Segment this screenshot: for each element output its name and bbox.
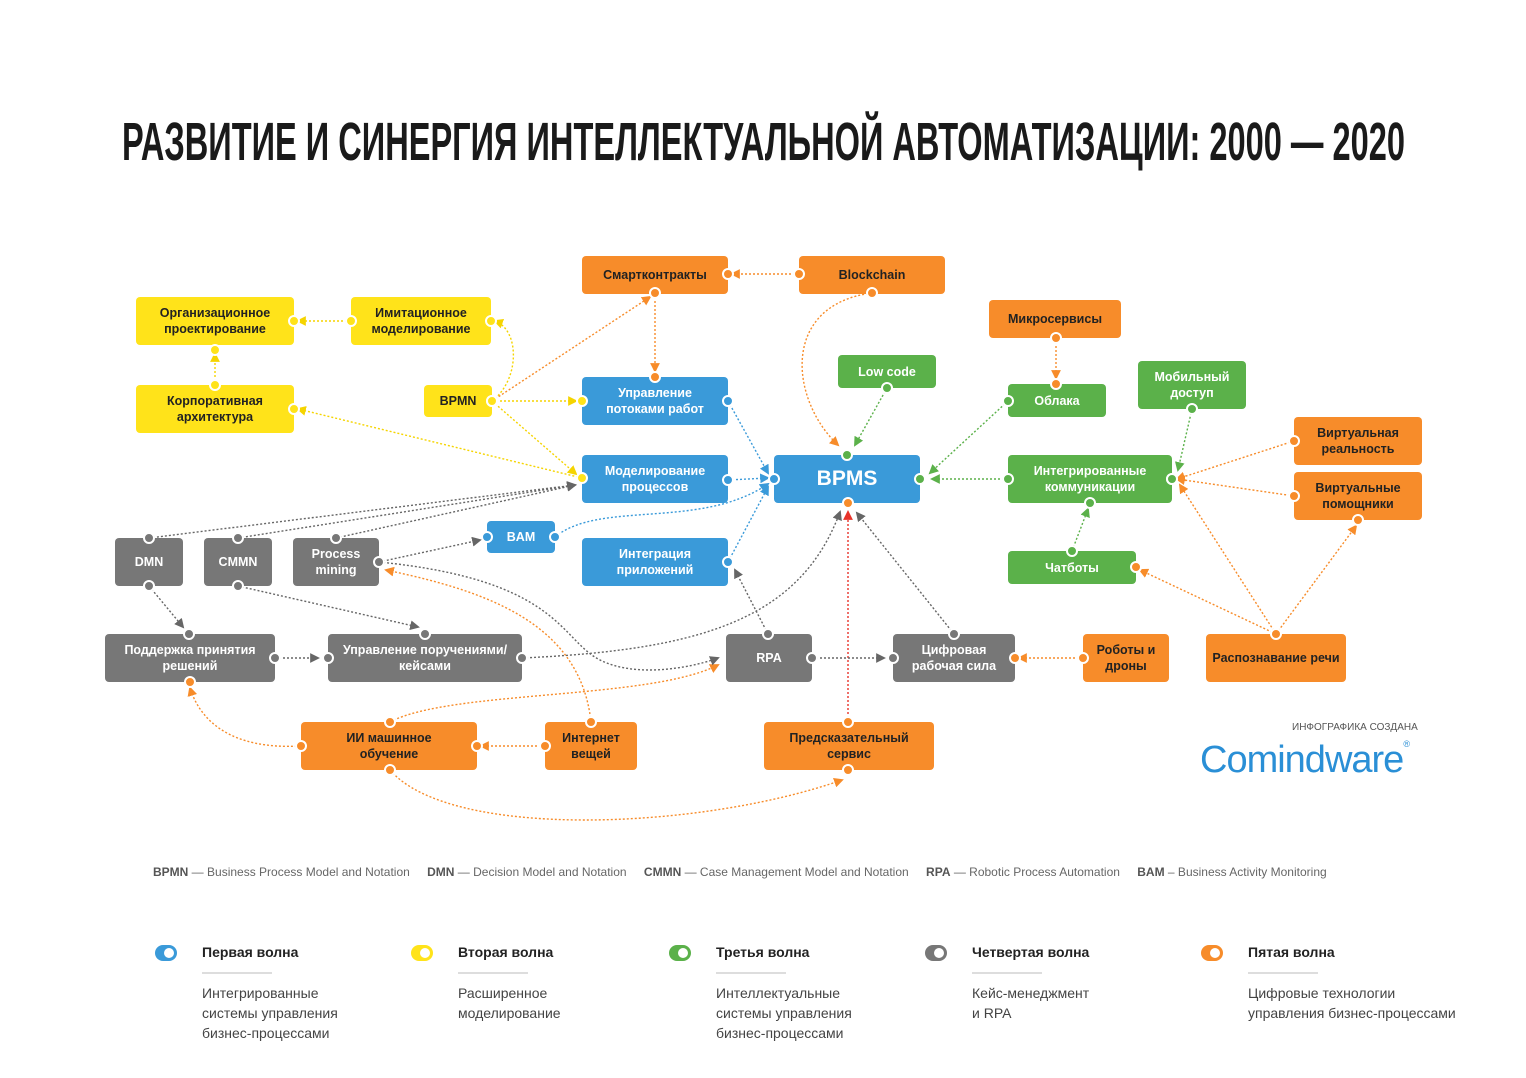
node-robots-drones: Роботы и дроны	[1083, 634, 1169, 682]
node-low-code: Low code	[838, 355, 936, 388]
node-microservices: Микросервисы	[989, 300, 1121, 338]
connector-arrow	[148, 585, 185, 629]
node-decision-support: Поддержка принятия решений	[105, 634, 275, 682]
wave-toggle-icon	[411, 945, 433, 961]
comindware-logo: Comindware®	[1200, 739, 1410, 781]
credit-text: ИНФОГРАФИКА СОЗДАНА	[1292, 722, 1418, 733]
abbreviations: BPMN — Business Process Model and Notati…	[153, 865, 1327, 879]
wave-toggle-icon	[155, 945, 177, 961]
node-speech-recognition: Распознавание речи	[1206, 634, 1346, 682]
connector-arrow	[855, 511, 955, 635]
connector-arrow	[187, 686, 302, 748]
node-ai-ml: ИИ машинное обучение	[301, 722, 477, 770]
connector-arrow	[801, 292, 873, 447]
node-virtual-assistants: Виртуальные помощники	[1294, 472, 1422, 520]
node-predictive-service: Предсказательный сервис	[764, 722, 934, 770]
connector-arrow	[378, 536, 482, 563]
connector-arrow	[727, 485, 769, 563]
node-smart-contracts: Смартконтракты	[582, 256, 728, 294]
connector-arrow	[928, 400, 1009, 475]
node-rpa: RPA	[726, 634, 812, 682]
connector-arrow	[1174, 408, 1193, 472]
connector-arrow	[296, 406, 583, 479]
node-bam: BAM	[487, 521, 555, 553]
node-simulation: Имитационное моделирование	[351, 297, 491, 345]
connector-arrow	[1138, 568, 1277, 635]
node-bpms: BPMS	[774, 455, 920, 503]
node-enterprise-architecture: Корпоративная архитектура	[136, 385, 294, 433]
connector-arrow	[389, 769, 844, 821]
connector-arrow	[727, 400, 769, 475]
node-digital-workforce: Цифровая рабочая сила	[893, 634, 1015, 682]
connector-arrow	[491, 295, 652, 402]
node-cmmn: CMMN	[204, 538, 272, 586]
node-process-mining: Process mining	[293, 538, 379, 586]
wave-toggle-icon	[669, 945, 691, 961]
connector-arrow	[237, 585, 420, 631]
connector-arrow	[554, 482, 770, 538]
connector-arrow	[1175, 475, 1295, 497]
connector-arrow	[727, 473, 770, 484]
connector-arrow	[1275, 524, 1358, 635]
node-workflow: Управление потоками работ	[582, 377, 728, 425]
connector-arrow	[384, 566, 592, 723]
connector-arrow	[854, 387, 888, 447]
connector-arrow	[389, 664, 720, 723]
connector-arrow	[1071, 507, 1090, 552]
node-chatbots: Чатботы	[1008, 551, 1136, 584]
node-process-modeling: Моделирование процессов	[582, 455, 728, 503]
connector-arrow	[335, 481, 577, 539]
connector-arrow	[491, 400, 578, 476]
node-org-design: Организационное проектирование	[136, 297, 294, 345]
connector-arrow	[237, 481, 577, 539]
node-vr: Виртуальная реальность	[1294, 417, 1422, 465]
connector-arrow	[491, 319, 515, 402]
connector-arrow	[521, 510, 842, 659]
node-blockchain: Blockchain	[799, 256, 945, 294]
node-integrated-comms: Интегрированные коммуникации	[1008, 455, 1172, 503]
node-bpmn: BPMN	[424, 385, 492, 417]
wave-toggle-icon	[925, 945, 947, 961]
wave-toggle-icon	[1201, 945, 1223, 961]
connector-arrow	[148, 481, 577, 539]
node-case-management: Управление поручениями/кейсами	[328, 634, 522, 682]
node-cloud: Облака	[1008, 384, 1106, 417]
node-iot: Интернет вещей	[545, 722, 637, 770]
connector-arrow	[1175, 440, 1295, 482]
node-app-integration: Интеграция приложений	[582, 538, 728, 586]
node-dmn: DMN	[115, 538, 183, 586]
page-title-text: РАЗВИТИЕ И СИНЕРГИЯ ИНТЕЛЛЕКТУАЛЬНОЙ АВТ…	[122, 111, 1405, 172]
page-title: РАЗВИТИЕ И СИНЕРГИЯ ИНТЕЛЛЕКТУАЛЬНОЙ АВТ…	[122, 111, 1405, 172]
connector-arrow	[1178, 483, 1277, 635]
connector-arrow	[734, 568, 769, 635]
node-mobile: Мобильный доступ	[1138, 361, 1246, 409]
